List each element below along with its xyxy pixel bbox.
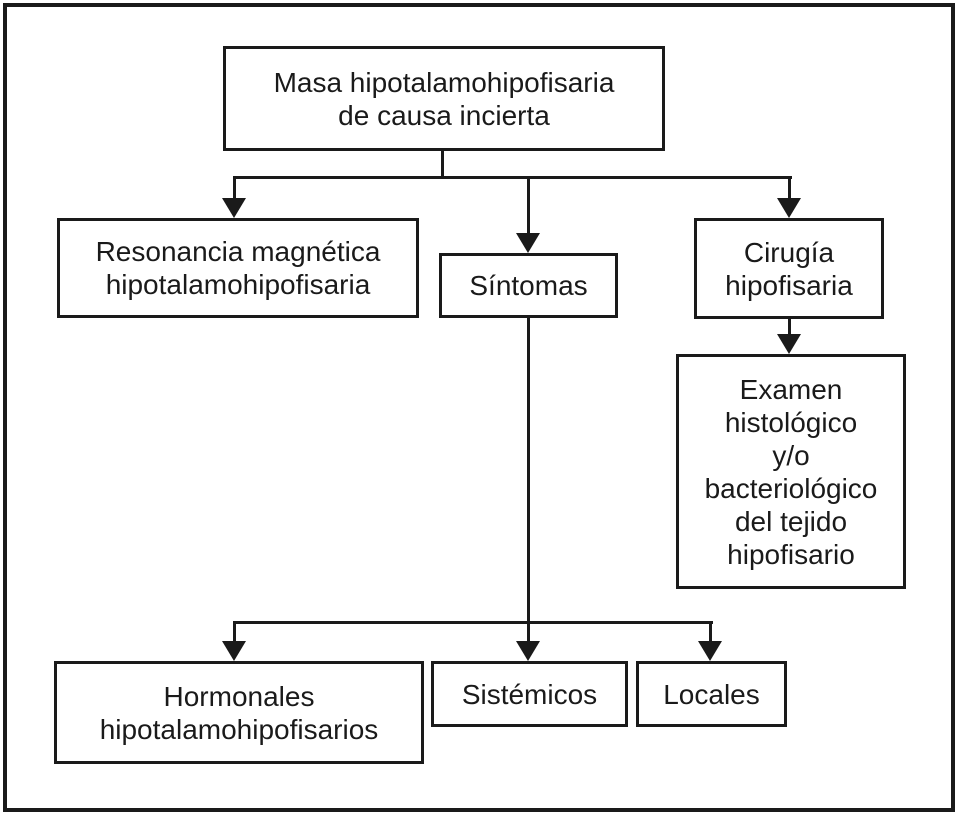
arrow-down-icon	[777, 334, 801, 354]
node-label: Masa hipotalamohipofisaria de causa inci…	[273, 66, 615, 131]
edge-root-to-sintomas	[527, 176, 530, 236]
node-label: Cirugía hipofisaria	[725, 236, 853, 301]
edge-sintomas-to-locales	[709, 621, 712, 644]
node-resonancia-magnetica: Resonancia magnética hipotalamohipofisar…	[57, 218, 419, 318]
arrow-down-icon	[698, 641, 722, 661]
diagram-outer-border	[3, 3, 955, 812]
edge-root-distribution-bar	[233, 176, 792, 179]
node-masa-hipotalamohipofisaria: Masa hipotalamohipofisaria de causa inci…	[223, 46, 665, 151]
node-label: Resonancia magnética hipotalamohipofisar…	[95, 236, 381, 300]
edge-root-to-resonancia	[233, 176, 236, 202]
arrow-down-icon	[222, 641, 246, 661]
node-sistemicos: Sistémicos	[431, 661, 628, 727]
arrow-down-icon	[222, 198, 246, 218]
edge-root-stem	[441, 149, 444, 179]
edge-cirugia-to-examen	[788, 318, 791, 338]
node-hormonales: Hormonales hipotalamohipofisarios	[54, 661, 424, 764]
node-sintomas: Síntomas	[439, 253, 618, 318]
edge-root-to-cirugia	[788, 176, 791, 202]
node-label: Sistémicos	[461, 678, 598, 710]
edge-sintomas-distribution-bar	[233, 621, 713, 624]
node-cirugia-hipofisaria: Cirugía hipofisaria	[694, 218, 884, 319]
node-label: Hormonales hipotalamohipofisarios	[99, 680, 379, 745]
arrow-down-icon	[516, 641, 540, 661]
arrow-down-icon	[777, 198, 801, 218]
node-locales: Locales	[636, 661, 787, 727]
node-label: Síntomas	[469, 270, 588, 301]
node-examen-histologico: Examen histológico y/o bacteriológico de…	[676, 354, 906, 589]
edge-sintomas-to-sistemicos	[527, 621, 530, 644]
node-label: Locales	[663, 678, 760, 710]
edge-sintomas-to-hormonales	[233, 621, 236, 644]
edge-sintomas-branch-stem	[527, 316, 530, 624]
node-label: Examen histológico y/o bacteriológico de…	[704, 373, 878, 570]
arrow-down-icon	[516, 233, 540, 253]
